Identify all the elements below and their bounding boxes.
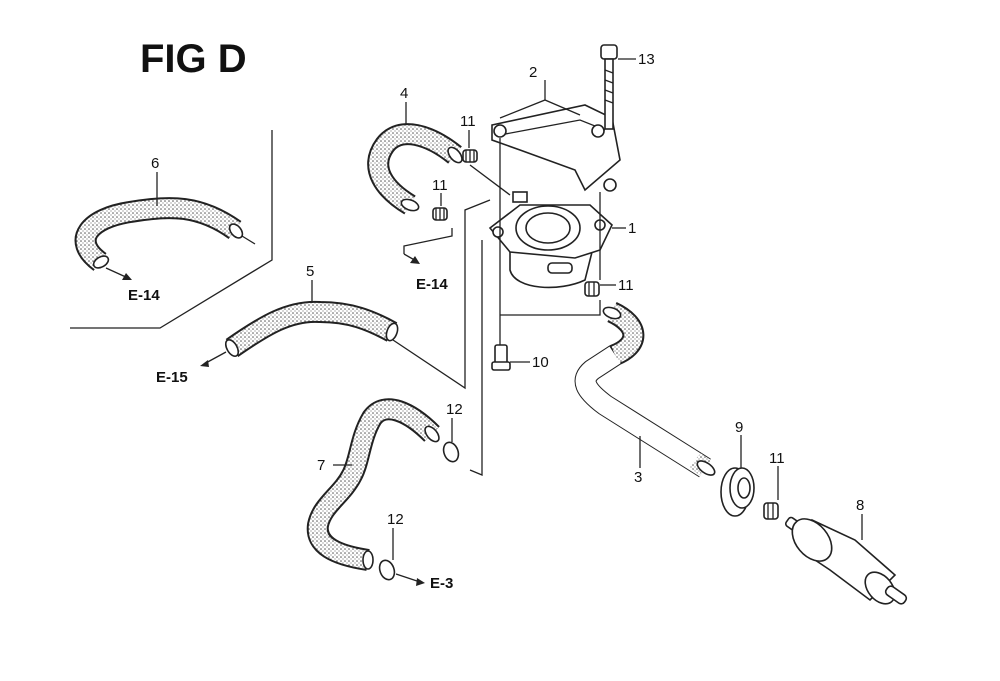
callout-1: 1	[628, 220, 636, 237]
clamp-12-lower	[378, 559, 396, 581]
ref-e14-left: E-14	[128, 287, 160, 304]
fuel-filter-8	[784, 516, 908, 605]
callout-11-upper: 11	[460, 113, 476, 130]
clip-11-upper	[462, 149, 478, 163]
clip-11-filter	[763, 502, 779, 520]
arrow-e14-center-line	[403, 228, 453, 254]
callout-6: 6	[151, 155, 159, 172]
callout-11-pump: 11	[618, 277, 634, 294]
hose-4	[367, 123, 463, 215]
boundary-line-left	[70, 130, 273, 329]
ref-e15: E-15	[156, 369, 188, 386]
callout-11-filter: 11	[769, 450, 785, 467]
arrow-head-e3	[416, 578, 425, 586]
callout-10: 10	[532, 354, 549, 371]
hose-6	[74, 197, 256, 271]
hose-7	[306, 398, 440, 571]
figure-title: FIG D	[140, 37, 247, 81]
boundary-line-middle	[389, 199, 491, 390]
arrow-head-e15	[200, 360, 209, 367]
bolt-13	[600, 44, 618, 130]
clip-11-pump	[584, 281, 600, 297]
boundary-line-lower	[469, 240, 483, 476]
callout-13: 13	[638, 51, 655, 68]
bolt-10	[491, 344, 511, 371]
hose-5	[224, 300, 399, 358]
fuel-pump-1	[488, 191, 613, 289]
callout-4: 4	[400, 85, 408, 102]
mount-line-bottom	[500, 300, 601, 316]
callout-12-upper: 12	[446, 401, 463, 418]
grommet-9	[720, 467, 755, 517]
arrow-e3	[395, 573, 421, 583]
arrow-head-e14-left	[122, 273, 132, 280]
clip-11-middle	[432, 207, 448, 221]
bracket-2	[491, 104, 621, 192]
ref-e3: E-3	[430, 575, 453, 592]
callout-8: 8	[856, 497, 864, 514]
callout-12-lower: 12	[387, 511, 404, 528]
callout-3: 3	[634, 469, 642, 486]
clamp-12-upper	[442, 441, 460, 463]
callout-9: 9	[735, 419, 743, 436]
ref-e14-center: E-14	[416, 276, 448, 293]
callout-11-middle: 11	[432, 177, 448, 194]
callout-2: 2	[529, 64, 537, 81]
hose-3	[574, 302, 716, 478]
connect-line-hose4	[469, 164, 511, 196]
arrow-head-e14-center	[410, 256, 420, 264]
callout-5: 5	[306, 263, 314, 280]
callout-7: 7	[317, 457, 325, 474]
